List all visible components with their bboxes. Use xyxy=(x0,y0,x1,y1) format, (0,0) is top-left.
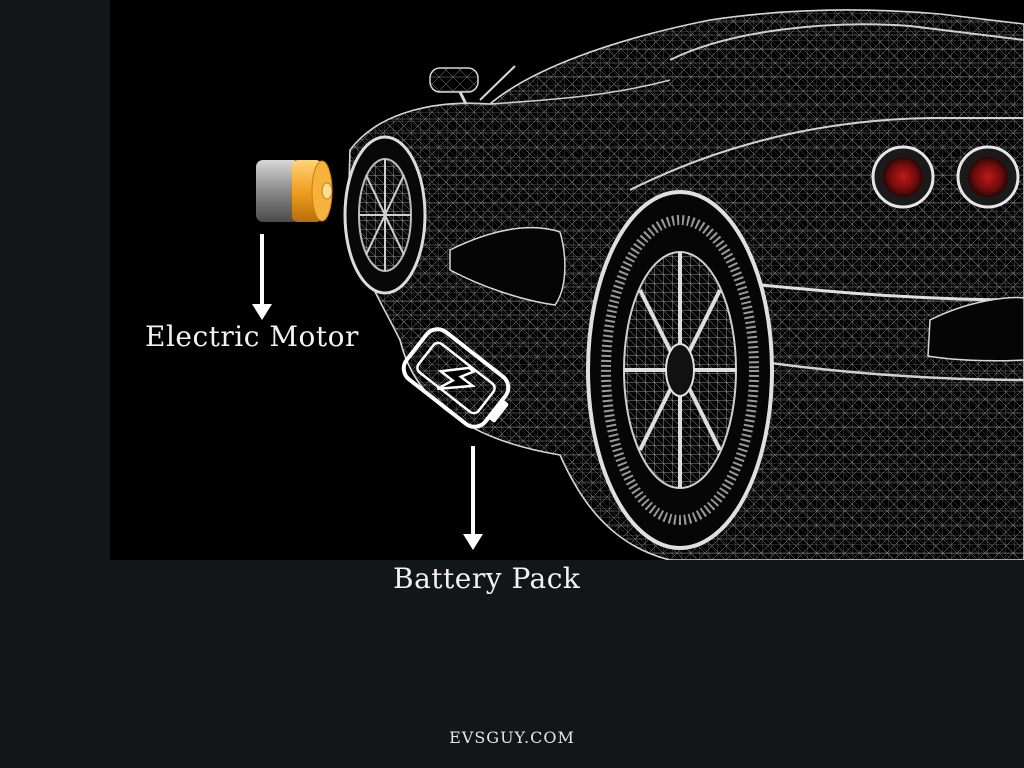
battery-charging-icon xyxy=(401,327,511,429)
cylindrical-cell-icon xyxy=(256,160,333,222)
electric-motor-label: Electric Motor xyxy=(145,320,359,353)
battery-arrow xyxy=(463,446,483,550)
motor-arrow xyxy=(252,234,272,320)
battery-pack-label: Battery Pack xyxy=(393,562,581,595)
wireframe-car-illustration xyxy=(343,9,1024,560)
site-watermark: EVSGUY.COM xyxy=(449,728,575,747)
car-photo-panel xyxy=(110,0,1024,560)
